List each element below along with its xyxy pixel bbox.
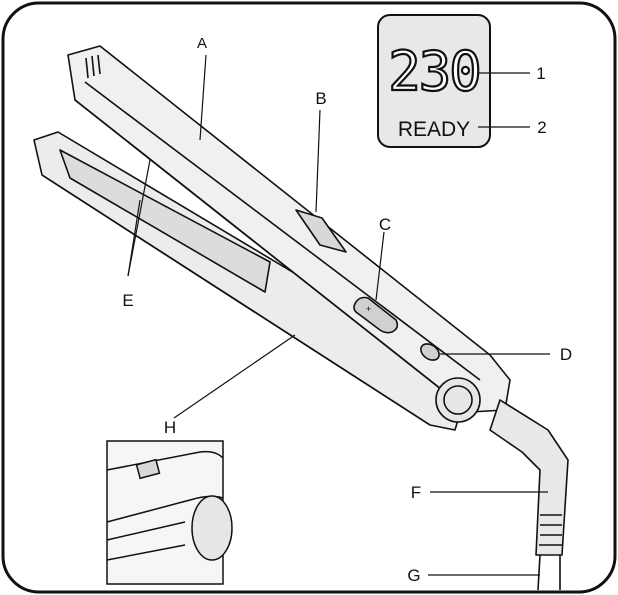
label-1: 1 [536,64,545,83]
leader-lines [127,54,550,576]
straightener-illustration: + [33,45,569,591]
display-status: READY [398,118,470,141]
cord-strain-relief-f [489,399,569,556]
upper-arm-inner-line [84,81,481,381]
display-temperature: 230 [388,40,480,103]
svg-text:+: + [366,304,371,314]
label-f: F [411,483,421,502]
label-c: C [379,215,391,234]
label-e: E [122,291,133,310]
label-2: 2 [537,118,546,137]
label-a: A [197,35,207,52]
lower-plate-e [59,149,271,293]
display-panel: 230 READY [377,14,491,148]
lock-inset-h [106,440,233,585]
label-b: B [315,89,326,108]
label-g: G [407,566,420,585]
label-d: D [560,345,572,364]
lower-arm-edge [41,174,431,426]
upper-arm-edge [74,99,471,413]
power-button-d [420,343,440,361]
temperature-buttons-c [353,296,399,334]
hinge-knob [435,377,481,423]
label-h: H [164,418,176,437]
display-window-b [295,209,347,253]
power-cord-g [537,554,561,591]
callout-labels: A B C D E F G H 1 2 [122,35,572,585]
